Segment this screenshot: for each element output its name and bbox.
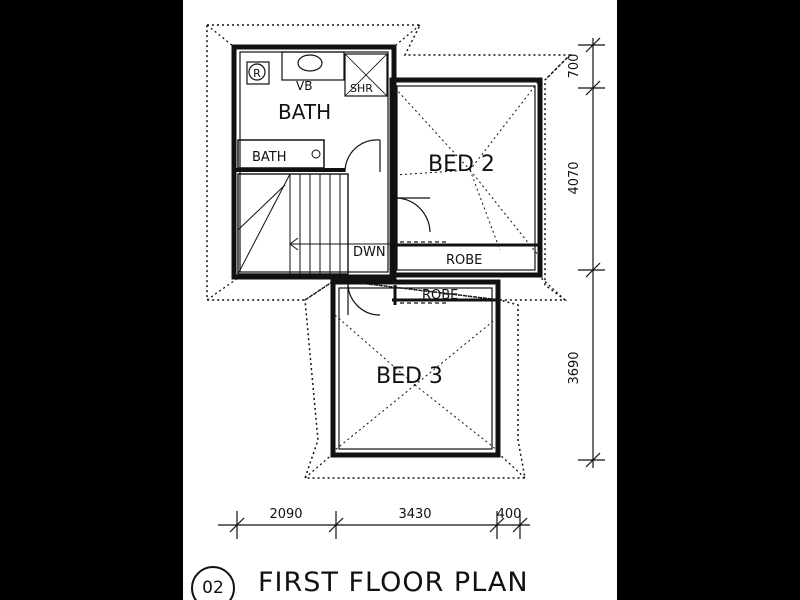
bath-room-label: BATH — [278, 100, 331, 124]
shower-label: SHR — [350, 82, 373, 95]
dimension-label-4070: 4070 — [567, 161, 582, 194]
vanity-basin-label: VB — [296, 79, 312, 93]
bed3-walls — [330, 279, 501, 458]
bed3-robe-label: ROBE — [422, 288, 458, 303]
stair-direction-label: DWN — [353, 245, 386, 260]
doors — [344, 139, 448, 316]
drawing-title: FIRST FLOOR PLAN — [258, 567, 529, 598]
bath-tub-label: BATH — [252, 150, 287, 165]
fridge-label: R — [253, 67, 261, 80]
title-block: 02 FIRST FLOOR PLAN — [191, 566, 529, 600]
bed3-label: BED 3 — [376, 364, 443, 389]
shower-fixture — [344, 53, 388, 97]
bed2-roof-hips — [394, 81, 539, 256]
bed2-label: BED 2 — [428, 152, 495, 177]
dimension-label-2090: 2090 — [269, 507, 302, 522]
drawing-number-circle — [191, 566, 235, 600]
dimension-label-3430: 3430 — [398, 507, 431, 522]
bathroom-fixtures — [237, 51, 388, 169]
dimension-label-700: 700 — [567, 54, 582, 79]
bed2-robe-label: ROBE — [446, 253, 482, 268]
stairs — [237, 173, 395, 275]
lower-roof-outline — [303, 279, 526, 479]
dimension-label-400: 400 — [497, 507, 522, 522]
room-labels: R VB SHR BATH BATH BED 2 DWN ROBE ROBE B… — [252, 67, 495, 389]
fridge-fixture — [246, 61, 270, 85]
drawing-number: 02 — [202, 578, 224, 598]
vertical-dimension-line: 700 4070 3690 — [567, 37, 605, 468]
bath-tub-fixture — [237, 139, 325, 169]
horizontal-dimension-line: 2090 3430 400 — [218, 507, 530, 539]
dimension-label-3690: 3690 — [567, 351, 582, 384]
vanity-basin-fixture — [281, 51, 345, 81]
upper-roof-outline — [206, 24, 572, 301]
